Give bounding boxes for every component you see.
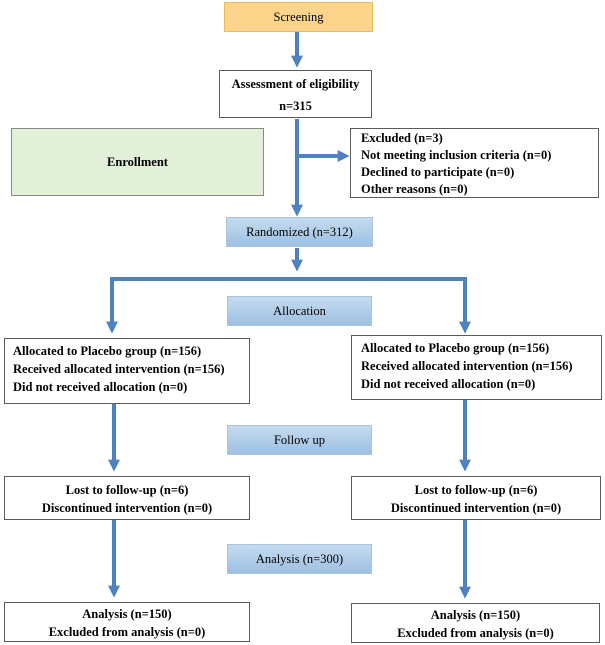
- follow-up-stage: Follow up: [227, 425, 372, 455]
- analysis-stage-label: Analysis (n=300): [255, 551, 344, 566]
- right-follow-box: Lost to follow-up (n=6) Discontinued int…: [351, 476, 601, 520]
- allocation-stage: Allocation: [227, 296, 372, 326]
- left-alloc-line-0: Allocated to Placebo group (n=156): [13, 344, 202, 358]
- right-follow-line-1: Discontinued intervention (n=0): [390, 501, 562, 515]
- left-allocation-box: Allocated to Placebo group (n=156) Recei…: [4, 338, 250, 404]
- left-analysis-line-0: Analysis (n=150): [82, 607, 172, 621]
- left-alloc-line-1: Received allocated intervention (n=156): [13, 362, 225, 376]
- excluded-line-1: Not meeting inclusion criteria (n=0): [361, 148, 552, 162]
- right-alloc-line-0: Allocated to Placebo group (n=156): [361, 341, 550, 355]
- right-alloc-line-1: Received allocated intervention (n=156): [361, 359, 573, 373]
- follow-up-label: Follow up: [273, 432, 326, 447]
- right-allocation-box: Allocated to Placebo group (n=156) Recei…: [351, 335, 602, 400]
- allocation-label: Allocation: [273, 303, 326, 318]
- right-analysis-line-0: Analysis (n=150): [430, 608, 521, 622]
- left-analysis-box: Analysis (n=150) Excluded from analysis …: [4, 602, 250, 642]
- enrollment-label: Enrollment: [107, 155, 168, 169]
- randomized-stage: Randomized (n=312): [226, 217, 373, 247]
- enrollment-box: Enrollment: [11, 128, 264, 196]
- randomized-label: Randomized (n=312): [246, 224, 353, 239]
- excluded-line-0: Excluded (n=3): [361, 131, 443, 145]
- excluded-box: Excluded (n=3) Not meeting inclusion cri…: [350, 128, 599, 198]
- right-follow-line-0: Lost to follow-up (n=6): [414, 483, 538, 497]
- excluded-line-2: Declined to participate (n=0): [361, 165, 515, 179]
- left-analysis-line-1: Excluded from analysis (n=0): [48, 625, 206, 639]
- analysis-stage: Analysis (n=300): [227, 544, 372, 574]
- right-alloc-line-2: Did not received allocation (n=0): [361, 377, 536, 391]
- left-follow-line-0: Lost to follow-up (n=6): [65, 483, 189, 497]
- screening-label: Screening: [273, 10, 324, 24]
- eligibility-box: Assessment of eligibility n=315: [219, 70, 372, 118]
- right-analysis-line-1: Excluded from analysis (n=0): [397, 626, 554, 640]
- right-analysis-box: Analysis (n=150) Excluded from analysis …: [351, 603, 600, 643]
- left-follow-box: Lost to follow-up (n=6) Discontinued int…: [4, 476, 250, 520]
- eligibility-count: n=315: [279, 99, 312, 113]
- left-follow-line-1: Discontinued intervention (n=0): [41, 501, 213, 515]
- eligibility-title: Assessment of eligibility: [231, 77, 360, 91]
- left-alloc-line-2: Did not received allocation (n=0): [13, 380, 188, 394]
- screening-box: Screening: [224, 2, 373, 32]
- excluded-line-3: Other reasons (n=0): [361, 182, 468, 196]
